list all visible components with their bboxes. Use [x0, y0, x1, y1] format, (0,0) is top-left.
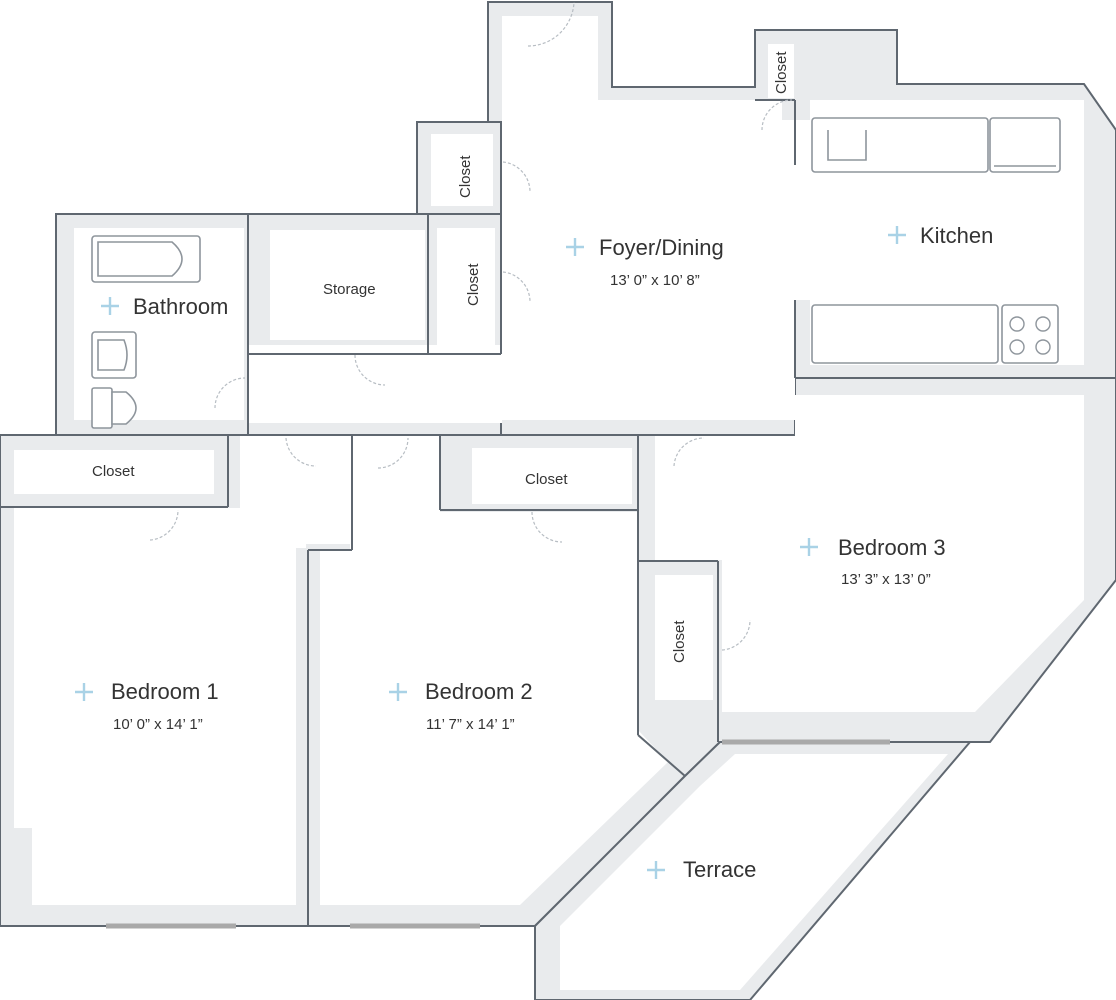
kitchen-label: Kitchen [920, 223, 993, 248]
room-marker-icon [888, 226, 906, 244]
room-marker-icon [647, 861, 665, 879]
fixtures [91, 117, 1061, 429]
bedroom-1-dimensions: 10’ 0” x 14’ 1” [113, 716, 203, 733]
foyer-dining-dimensions: 13’ 0” x 10’ 8” [610, 272, 700, 289]
bedroom-3-label: Bedroom 3 [838, 535, 946, 560]
bedroom-2-dimensions: 11’ 7” x 14’ 1” [426, 716, 515, 733]
terrace-label: Terrace [683, 857, 756, 882]
bathtub-icon [91, 235, 201, 283]
bedroom-3-dimensions: 13’ 3” x 13’ 0” [841, 571, 931, 588]
foyer-dining-label: Foyer/Dining [599, 235, 724, 260]
room-labels: Foyer/Dining 13’ 0” x 10’ 8” Kitchen Bat… [75, 223, 993, 882]
foyer-upper-closet-label: Closet [457, 155, 474, 198]
refrigerator-icon [989, 117, 1061, 173]
partitions [0, 99, 796, 926]
room-marker-icon [389, 683, 407, 701]
room-marker-icon [75, 683, 93, 701]
storage-label: Storage [323, 281, 376, 298]
kitchen-sink-icon [811, 117, 989, 173]
kitchen-counter-icon [811, 304, 999, 364]
room-marker-icon [800, 538, 818, 556]
bedroom-2-closet-label: Closet [525, 471, 568, 488]
windows [106, 739, 890, 929]
entry-closet-label: Closet [773, 51, 790, 94]
bedroom-3-closet-label: Closet [671, 620, 688, 663]
bedroom-2-label: Bedroom 2 [425, 679, 533, 704]
toilet-icon [91, 387, 137, 429]
foyer-lower-closet-label: Closet [465, 263, 482, 306]
bedroom-1-closet-label: Closet [92, 463, 135, 480]
door-swings [149, 1, 793, 651]
bedroom-1-label: Bedroom 1 [111, 679, 219, 704]
room-marker-icon [566, 238, 584, 256]
room-marker-icon [101, 297, 119, 315]
bathroom-label: Bathroom [133, 294, 228, 319]
stove-icon [1001, 304, 1059, 364]
closet-labels: Closet Closet Closet Closet Closet Close… [92, 51, 790, 663]
sink-icon [91, 331, 137, 379]
